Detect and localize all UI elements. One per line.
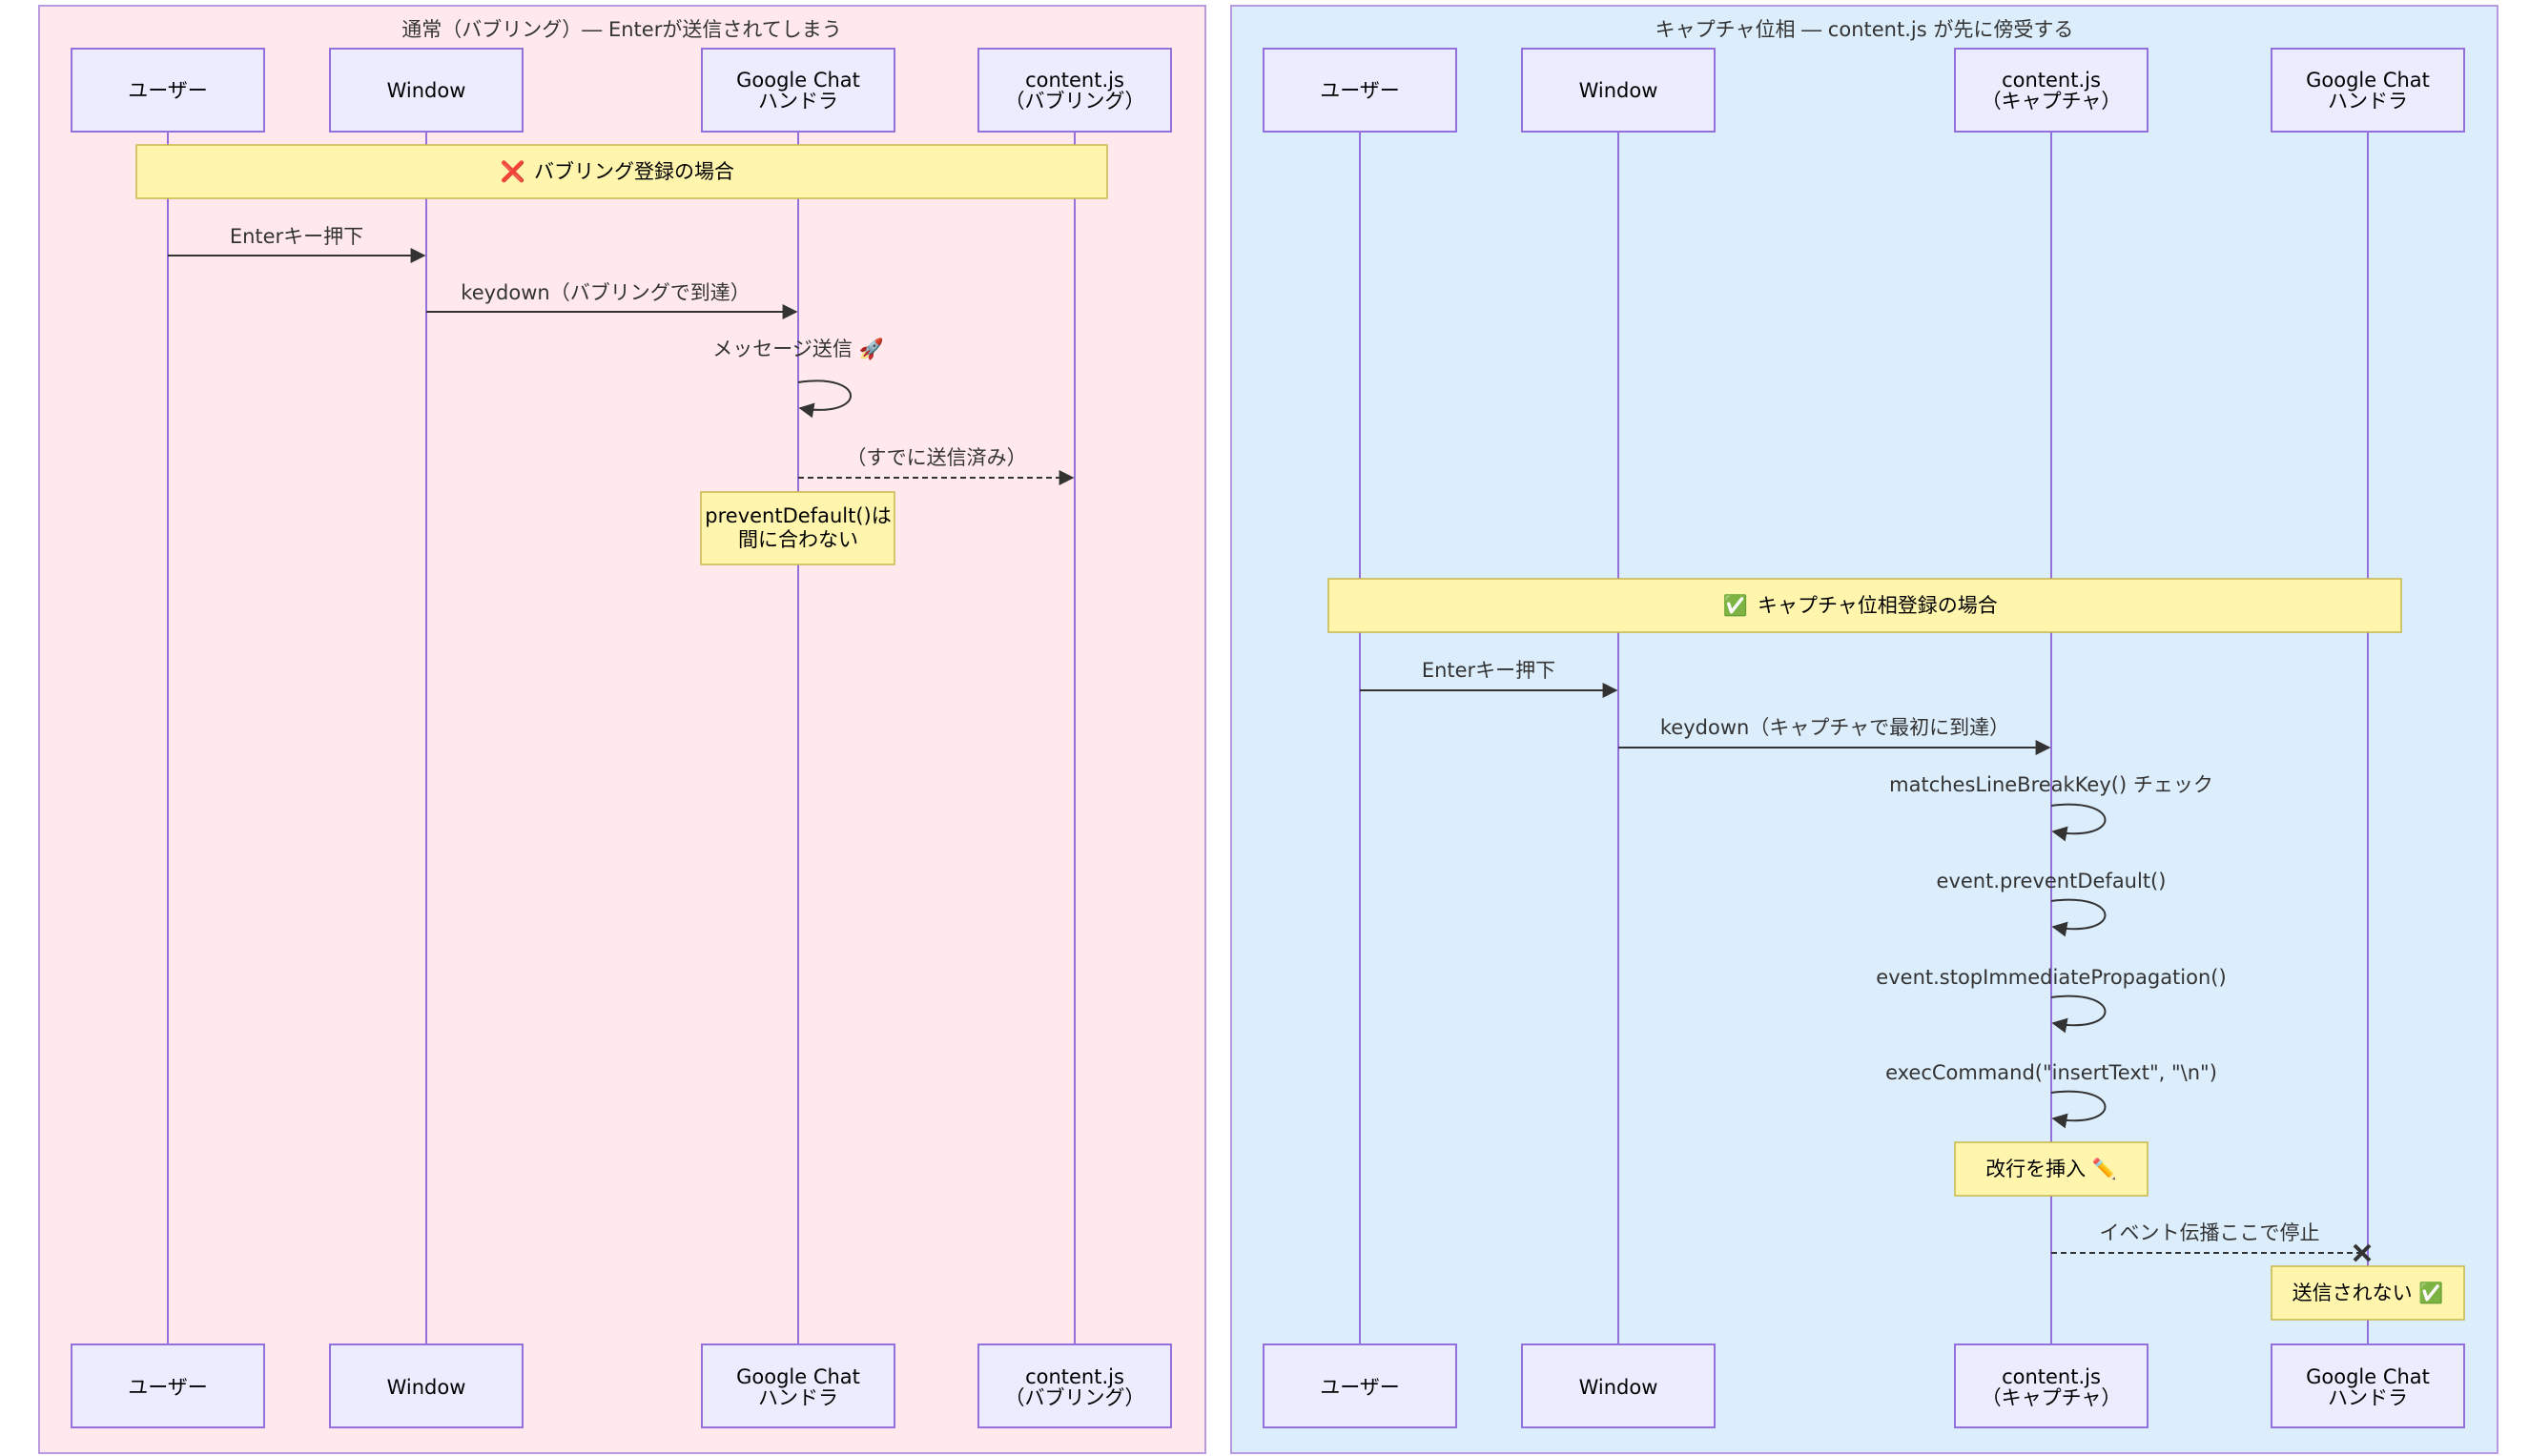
left-banner: ❌ バブリング登録の場合 — [135, 144, 1108, 199]
left-panel: 通常（バブリング）― Enterが送信されてしまう ユーザー Window Go… — [38, 5, 1206, 1454]
actor-label: Google Chat — [2306, 69, 2430, 92]
actor-label: content.js — [1025, 1365, 1124, 1388]
actor-label: ハンドラ — [758, 90, 838, 113]
message-matches-line-break: matchesLineBreakKey() チェック — [1889, 773, 2213, 842]
message-prevent-default: event.preventDefault() — [1937, 870, 2167, 937]
message-send: メッセージ送信 🚀 — [712, 337, 884, 419]
message-label: keydown（バブリングで到達） — [461, 281, 750, 304]
actor-content-js-bottom: content.js （キャプチャ） — [1954, 1343, 2149, 1428]
message-label: event.stopImmediatePropagation() — [1876, 966, 2226, 989]
message-stop-propagation: event.stopImmediatePropagation() — [1876, 966, 2227, 1034]
message-label: event.preventDefault() — [1937, 870, 2167, 892]
message-keydown: keydown（バブリングで到達） — [426, 281, 798, 319]
actor-window-bottom: Window — [329, 1343, 524, 1428]
message-enter-key: Enterキー押下 — [168, 225, 426, 263]
banner-text: バブリング登録の場合 — [534, 160, 734, 183]
actor-label: ユーザー — [1320, 1376, 1400, 1399]
actor-label: content.js — [2002, 69, 2101, 92]
actor-label: Window — [1579, 79, 1658, 102]
actor-label: Window — [387, 79, 466, 102]
message-label: イベント伝播ここで停止 — [2100, 1221, 2320, 1244]
actor-label: ユーザー — [128, 79, 208, 102]
actor-label: ハンドラ — [2328, 90, 2408, 113]
actor-google-chat-top: Google Chat ハンドラ — [2271, 48, 2465, 133]
actor-user-bottom: ユーザー — [71, 1343, 265, 1428]
actor-label: ユーザー — [128, 1376, 208, 1399]
actor-label: （キャプチャ） — [1982, 1386, 2122, 1409]
actor-user-top: ユーザー — [1263, 48, 1457, 133]
actor-google-chat-bottom: Google Chat ハンドラ — [701, 1343, 895, 1428]
check-icon: ✅ — [1723, 593, 1748, 617]
actor-label: content.js — [1025, 69, 1124, 92]
message-label: Enterキー押下 — [230, 225, 363, 248]
actor-window-top: Window — [329, 48, 524, 133]
message-already-sent: （すでに送信済み） — [798, 446, 1075, 485]
note-text: preventDefault()は — [705, 504, 891, 527]
actor-user-top: ユーザー — [71, 48, 265, 133]
actor-label: （バブリング） — [1005, 90, 1145, 113]
actor-window-top: Window — [1521, 48, 1716, 133]
actor-label: Window — [387, 1376, 466, 1399]
banner-text: キャプチャ位相登録の場合 — [1758, 594, 1998, 617]
left-panel-background — [38, 5, 1206, 1454]
message-label: （すでに送信済み） — [846, 446, 1026, 469]
actor-label: Google Chat — [2306, 1365, 2430, 1388]
message-propagation-stopped: イベント伝播ここで停止 — [2051, 1221, 2372, 1262]
note-not-sent: 送信されない ✅ — [2271, 1265, 2465, 1321]
note-text: 間に合わない — [738, 528, 858, 551]
message-label: execCommand("insertText", "\n") — [1885, 1061, 2217, 1084]
actor-user-bottom: ユーザー — [1263, 1343, 1457, 1428]
actor-label: Google Chat — [736, 1365, 860, 1388]
right-panel-title: キャプチャ位相 ― content.js が先に傍受する — [1655, 18, 2074, 41]
actor-google-chat-bottom: Google Chat ハンドラ — [2271, 1343, 2465, 1428]
actor-label: ハンドラ — [2328, 1386, 2408, 1409]
message-label: matchesLineBreakKey() チェック — [1889, 773, 2213, 796]
message-keydown: keydown（キャプチャで最初に到達） — [1618, 716, 2051, 755]
right-banner: ✅ キャプチャ位相登録の場合 — [1327, 578, 2402, 633]
message-label: メッセージ送信 🚀 — [712, 337, 883, 360]
actor-content-js-top: content.js （キャプチャ） — [1954, 48, 2149, 133]
cross-icon: ❌ — [501, 159, 525, 184]
right-panel-background — [1230, 5, 2498, 1454]
right-panel: キャプチャ位相 ― content.js が先に傍受する ユーザー Window… — [1230, 5, 2498, 1454]
actor-label: （バブリング） — [1005, 1386, 1145, 1409]
actor-label: ユーザー — [1320, 79, 1400, 102]
message-label: Enterキー押下 — [1422, 659, 1555, 682]
note-insert-newline: 改行を挿入 ✏️ — [1954, 1141, 2149, 1197]
message-enter-key: Enterキー押下 — [1360, 659, 1618, 698]
actor-label: Window — [1579, 1376, 1658, 1399]
actor-label: ハンドラ — [758, 1386, 838, 1409]
actor-content-js-top: content.js （バブリング） — [977, 48, 1172, 133]
note-text: 改行を挿入 ✏️ — [1985, 1157, 2117, 1180]
left-panel-title: 通常（バブリング）― Enterが送信されてしまう — [401, 18, 841, 41]
actor-label: Google Chat — [736, 69, 860, 92]
actor-label: content.js — [2002, 1365, 2101, 1388]
actor-google-chat-top: Google Chat ハンドラ — [701, 48, 895, 133]
actor-window-bottom: Window — [1521, 1343, 1716, 1428]
actor-label: （キャプチャ） — [1982, 90, 2122, 113]
actor-content-js-bottom: content.js （バブリング） — [977, 1343, 1172, 1428]
message-exec-command: execCommand("insertText", "\n") — [1885, 1061, 2217, 1129]
note-text: 送信されない ✅ — [2293, 1281, 2444, 1304]
message-label: keydown（キャプチャで最初に到達） — [1660, 716, 2009, 739]
note-prevent-default: preventDefault()は 間に合わない — [700, 491, 895, 565]
